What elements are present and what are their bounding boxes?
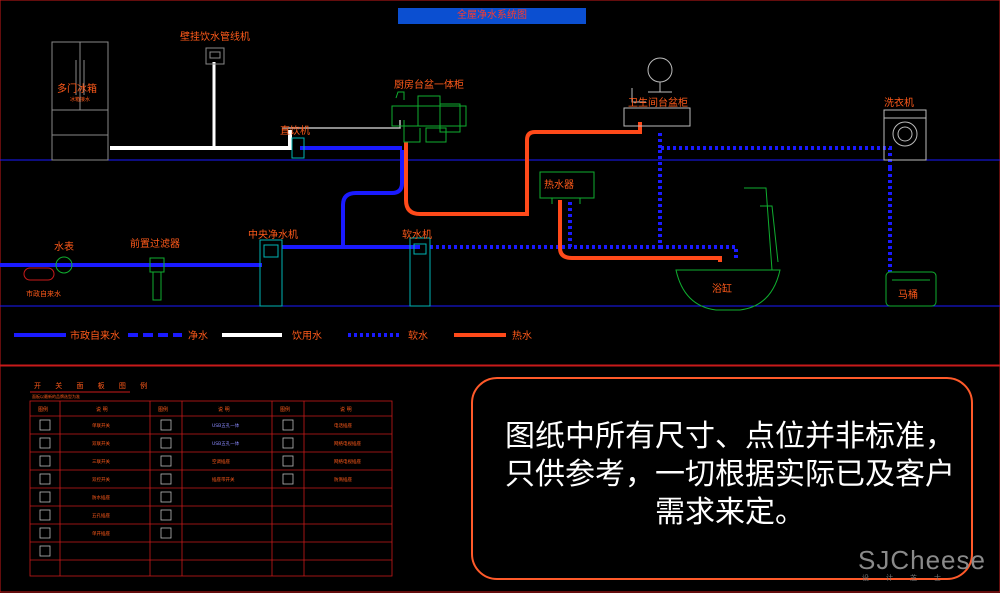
wall-dispenser-device bbox=[205, 47, 225, 65]
central-purifier-device bbox=[259, 239, 283, 307]
switch-table-title: 开 关 面 板 图 例 bbox=[34, 381, 153, 390]
phone-socket-icon bbox=[282, 419, 294, 431]
table-cell: 防水插座 bbox=[92, 494, 110, 501]
hot-pipe-bathtub bbox=[558, 200, 722, 262]
table-header-3: 说 明 bbox=[218, 406, 230, 413]
page-title: 全屋净水系统图 bbox=[398, 8, 586, 24]
splash-socket-icon bbox=[282, 473, 294, 485]
table-cell: USB五孔一体 bbox=[212, 422, 240, 429]
table-cell: 网络电视插座 bbox=[334, 458, 361, 465]
brand-logo: SJCheese bbox=[858, 545, 986, 575]
fridge-sublabel: 冰箱接水 bbox=[70, 96, 90, 103]
network-tv-socket-icon bbox=[282, 437, 294, 449]
legend-hot-label: 热水 bbox=[512, 329, 532, 342]
dual-control-switch-icon bbox=[39, 473, 51, 485]
note-text: 图纸中所有尺寸、点位并非标准，只供参考，一切根据实际已及客户需求来定。 bbox=[505, 419, 955, 530]
table-cell: 双联开关 bbox=[92, 440, 110, 447]
water-heater-label: 热水器 bbox=[544, 178, 574, 191]
double-switch-icon bbox=[39, 437, 51, 449]
triple-switch-icon bbox=[39, 455, 51, 467]
central-purifier-label: 中央净水机 bbox=[248, 228, 298, 241]
prefilter-device bbox=[149, 257, 165, 301]
toilet-device bbox=[885, 271, 937, 307]
table-cell: 三联开关 bbox=[92, 458, 110, 465]
table-cell: 单联开关 bbox=[92, 422, 110, 429]
table-cell: 单开插座 bbox=[92, 530, 110, 537]
table-cell: 空调插座 bbox=[212, 458, 230, 465]
table-header-4: 图例 bbox=[280, 406, 290, 413]
waterproof-socket-icon bbox=[39, 491, 51, 503]
drinking-pipe bbox=[110, 130, 292, 150]
brand-sub: 设计芝士 bbox=[862, 574, 958, 582]
drinking-pipe-thin bbox=[282, 120, 401, 129]
direct-drink-label: 直饮机 bbox=[280, 124, 310, 137]
ac-socket-icon bbox=[160, 455, 172, 467]
table-header-0: 图例 bbox=[38, 406, 48, 413]
table-cell: 插座带开关 bbox=[212, 476, 235, 483]
single-socket-icon bbox=[39, 527, 51, 539]
direct-drink-device bbox=[291, 137, 305, 159]
socket-icon bbox=[160, 491, 172, 503]
wall-dispenser-label: 壁挂饮水管线机 bbox=[180, 30, 250, 43]
pipe-legend: 市政自来水 净水 饮用水 软水 热水 bbox=[14, 329, 532, 342]
water-meter-device bbox=[23, 256, 73, 281]
legend-city-label: 市政自来水 bbox=[70, 329, 120, 342]
softener-device bbox=[409, 237, 431, 307]
prefilter-label: 前置过滤器 bbox=[130, 237, 180, 250]
switch-table: 开 关 面 板 图 例 面板以最新的品牌选型为准 图例 说 明 图例 说 明 图… bbox=[29, 381, 393, 577]
switch-socket-icon bbox=[160, 473, 172, 485]
table-cell: 防溅插座 bbox=[334, 476, 352, 483]
washer-device bbox=[883, 109, 927, 161]
legend-soft-label: 软水 bbox=[408, 329, 428, 342]
hot-pipe-main bbox=[404, 122, 642, 216]
bathtub-device bbox=[675, 187, 781, 311]
legend-drinking-label: 饮用水 bbox=[292, 329, 322, 342]
notes-frame bbox=[0, 365, 1000, 593]
softener-label: 软水机 bbox=[402, 228, 432, 241]
bathroom-cabinet-label: 卫生间台盆柜 bbox=[628, 96, 688, 109]
table-cell: 双控开关 bbox=[92, 476, 110, 483]
usb-socket-icon bbox=[160, 419, 172, 431]
water-heater-device bbox=[539, 171, 595, 204]
soft-pipe-bathtub bbox=[660, 245, 738, 258]
bathtub-label: 浴缸 bbox=[712, 282, 732, 295]
note-box bbox=[471, 377, 973, 580]
toilet-label: 马桶 bbox=[898, 288, 918, 301]
usb-socket-icon bbox=[160, 437, 172, 449]
table-header-1: 说 明 bbox=[96, 406, 108, 413]
network-tv-socket-icon bbox=[282, 455, 294, 467]
legend-purified-label: 净水 bbox=[188, 329, 208, 342]
kitchen-cabinet-device bbox=[391, 91, 467, 143]
socket-icon bbox=[160, 527, 172, 539]
switch-table-subtitle: 面板以最新的品牌选型为准 bbox=[32, 393, 80, 399]
washer-label: 洗衣机 bbox=[884, 96, 914, 109]
bathroom-cabinet-device bbox=[623, 57, 691, 127]
five-hole-socket-icon bbox=[39, 509, 51, 521]
water-meter-label: 水表 bbox=[54, 240, 74, 253]
table-header-5: 说 明 bbox=[340, 406, 352, 413]
table-cell: USB五孔一体 bbox=[212, 440, 240, 447]
purified-pipe-kitchen bbox=[341, 150, 404, 247]
fridge-device bbox=[51, 41, 109, 161]
table-header-2: 图例 bbox=[158, 406, 168, 413]
city-water-label: 市政自来水 bbox=[26, 289, 61, 298]
fridge-label: 多门冰箱 bbox=[57, 82, 97, 95]
kitchen-cabinet-label: 厨房台盆一体柜 bbox=[394, 78, 464, 91]
soft-pipe-main bbox=[430, 146, 892, 249]
socket-icon bbox=[39, 545, 51, 557]
socket-icon bbox=[160, 509, 172, 521]
diagram-frame bbox=[0, 0, 1000, 366]
table-cell: 电话插座 bbox=[334, 422, 352, 429]
single-switch-icon bbox=[39, 419, 51, 431]
table-cell: 网络电视插座 bbox=[334, 440, 361, 447]
table-cell: 五孔插座 bbox=[92, 512, 110, 519]
